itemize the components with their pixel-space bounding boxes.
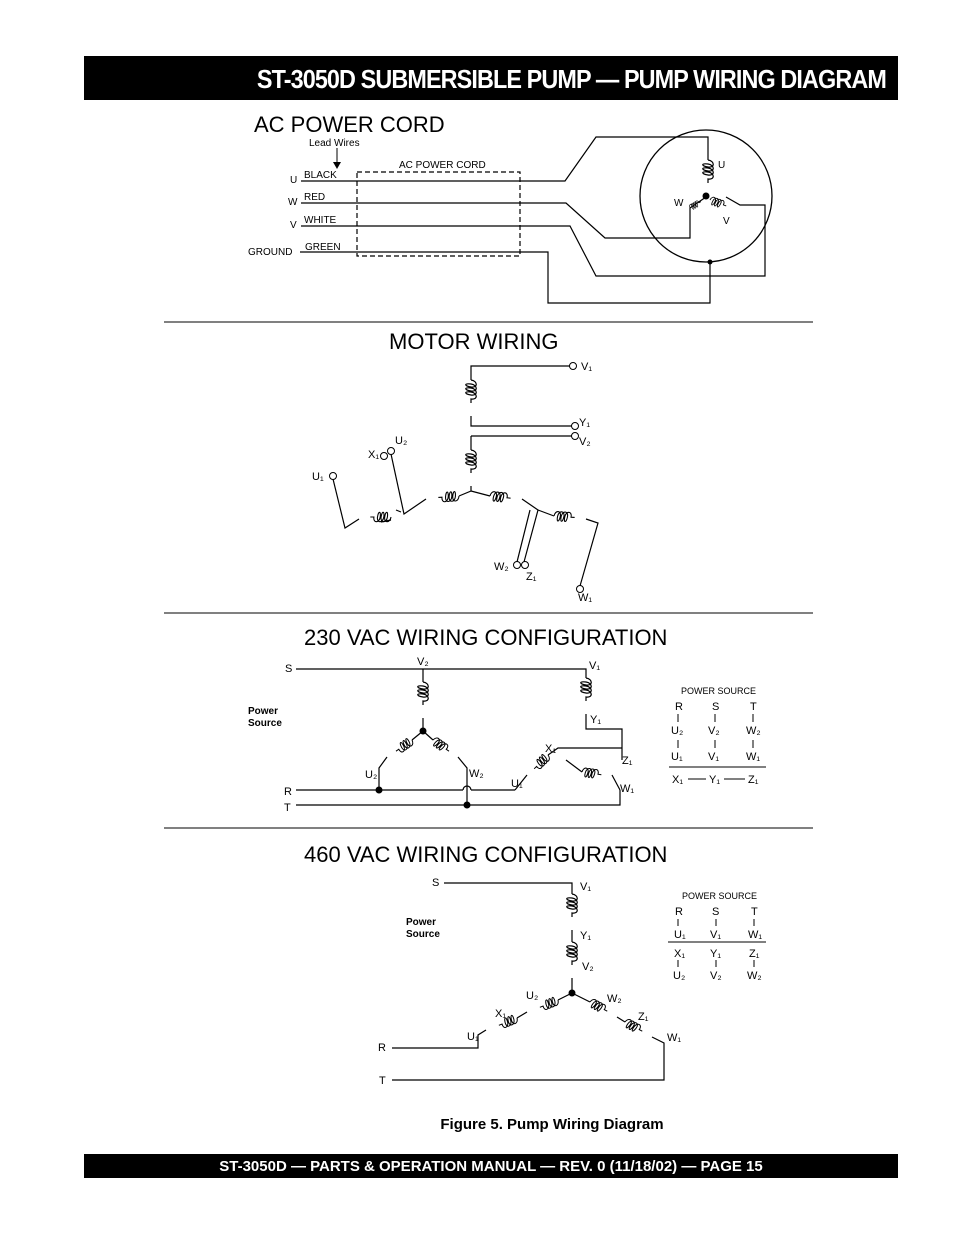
svg-text:Y₁: Y₁: [710, 948, 721, 960]
lead-wires-label: Lead Wires: [309, 138, 360, 149]
vac460-line-s: S: [432, 877, 439, 889]
vac460-u1: U₁: [467, 1031, 479, 1043]
motor-terminal-v: V: [723, 216, 730, 227]
vac230-v1: V₁: [589, 660, 600, 672]
motor-wiring-title: MOTOR WIRING: [389, 329, 558, 354]
vac230-u2: U₂: [365, 769, 377, 781]
wire-black-label: BLACK: [304, 170, 337, 181]
motor-terminal-u: U: [718, 160, 725, 171]
vac460-power-label-1: Power: [406, 917, 436, 928]
header-bar: ST-3050D SUBMERSIBLE PUMP — PUMP WIRING …: [84, 56, 898, 100]
svg-text:U₁: U₁: [674, 929, 686, 941]
vac230-line-t: T: [284, 802, 291, 814]
svg-text:W₁: W₁: [748, 929, 762, 941]
mw-x1: X₁: [368, 449, 379, 461]
vac460-table-heading: POWER SOURCE: [682, 891, 757, 901]
vac230-power-label-1: Power: [248, 706, 278, 717]
svg-text:T: T: [751, 906, 758, 918]
motor-wiring-section: MOTOR WIRING: [312, 329, 599, 604]
svg-text:Z₁: Z₁: [748, 774, 759, 786]
svg-text:V₂: V₂: [710, 970, 722, 982]
vac230-u1: U₁: [511, 778, 523, 790]
vac460-u2: U₂: [526, 990, 538, 1002]
vac230-title: 230 VAC WIRING CONFIGURATION: [304, 625, 667, 650]
svg-text:W₁: W₁: [746, 751, 760, 763]
mw-z1: Z₁: [526, 571, 537, 583]
vac460-power-label-2: Source: [406, 929, 440, 940]
svg-text:W₂: W₂: [747, 970, 762, 982]
ac-power-cord-title: AC POWER CORD: [254, 112, 445, 137]
vac460-title: 460 VAC WIRING CONFIGURATION: [304, 842, 667, 867]
vac460-w1: W₁: [667, 1032, 681, 1044]
vac460-v1: V₁: [580, 881, 591, 893]
cord-box-label: AC POWER CORD: [399, 160, 486, 171]
power-cord-box: [356, 171, 521, 257]
figure-caption: Figure 5. Pump Wiring Diagram: [440, 1116, 664, 1133]
mw-u2: U₂: [395, 435, 407, 447]
vac230-y1: Y₁: [590, 714, 601, 726]
vac230-source-table: POWER SOURCE R S T U₂ V₂ W₂ U₁ V₁ W₁ X₁ …: [669, 686, 766, 786]
vac460-z1: Z₁: [638, 1011, 649, 1023]
wire-green-label: GREEN: [305, 242, 341, 253]
vac460-line-r: R: [378, 1042, 386, 1054]
svg-text:U₁: U₁: [671, 751, 683, 763]
mw-y1: Y₁: [579, 417, 590, 429]
page-title: ST-3050D SUBMERSIBLE PUMP — PUMP WIRING …: [256, 64, 887, 94]
vac460-line-t: T: [379, 1075, 386, 1087]
svg-text:Y₁: Y₁: [709, 774, 720, 786]
svg-text:T: T: [750, 701, 757, 713]
terminal-u-label: U: [290, 175, 297, 186]
vac460-source-table: POWER SOURCE R S T U₁ V₁ W₁ X₁ Y₁ Z₁ U₂ …: [668, 891, 766, 982]
mw-w2: W₂: [494, 561, 509, 573]
motor-circle: [639, 129, 773, 263]
cord-wires: [300, 136, 766, 304]
terminal-v-label: V: [290, 220, 297, 231]
vac230-power-label-2: Source: [248, 718, 282, 729]
mw-w1: W₁: [578, 592, 592, 604]
svg-text:V₂: V₂: [708, 725, 720, 737]
footer-text: ST-3050D — PARTS & OPERATION MANUAL — RE…: [219, 1158, 763, 1175]
svg-text:S: S: [712, 906, 719, 918]
vac460-section: 460 VAC WIRING CONFIGURATION Power Sourc…: [304, 842, 766, 1087]
svg-text:R: R: [675, 701, 683, 713]
vac230-w1: W₁: [620, 783, 634, 795]
vac460-v2: V₂: [582, 961, 594, 973]
motor-coil-v: [708, 195, 729, 211]
vac460-x1: X₁: [495, 1008, 506, 1020]
svg-text:X₁: X₁: [674, 948, 685, 960]
vac230-table-heading: POWER SOURCE: [681, 686, 756, 696]
svg-text:U₂: U₂: [671, 725, 683, 737]
svg-text:U₂: U₂: [673, 970, 685, 982]
vac460-y1: Y₁: [580, 930, 591, 942]
vac230-z1: Z₁: [622, 755, 633, 767]
vac230-w2: W₂: [469, 768, 484, 780]
svg-text:X₁: X₁: [672, 774, 683, 786]
vac230-v2: V₂: [417, 656, 429, 668]
svg-text:V₁: V₁: [708, 751, 719, 763]
vac230-line-s: S: [285, 663, 292, 675]
vac460-w2: W₂: [607, 993, 622, 1005]
motor-terminal-w: W: [674, 198, 684, 209]
vac230-section: 230 VAC WIRING CONFIGURATION Power Sourc…: [248, 625, 766, 814]
motor-coil-u: [702, 159, 714, 184]
mw-u1: U₁: [312, 471, 324, 483]
ground-junction: [707, 259, 713, 265]
svg-text:S: S: [712, 701, 719, 713]
svg-text:R: R: [675, 906, 683, 918]
wire-red-label: RED: [304, 192, 325, 203]
mw-v2: V₂: [579, 436, 591, 448]
vac230-x1: X₁: [545, 743, 556, 755]
terminal-w-label: W: [288, 197, 298, 208]
footer-bar: ST-3050D — PARTS & OPERATION MANUAL — RE…: [84, 1154, 898, 1178]
vac230-line-r: R: [284, 786, 292, 798]
ground-label: GROUND: [248, 247, 292, 258]
svg-text:V₁: V₁: [710, 929, 721, 941]
wire-white-label: WHITE: [304, 215, 337, 226]
ac-power-cord-section: AC POWER CORD Lead Wires AC POWER CORD U…: [248, 112, 773, 304]
svg-text:W₂: W₂: [746, 725, 761, 737]
mw-v1: V₁: [581, 361, 592, 373]
svg-text:Z₁: Z₁: [749, 948, 760, 960]
lead-wires-arrow-head: [333, 162, 341, 169]
